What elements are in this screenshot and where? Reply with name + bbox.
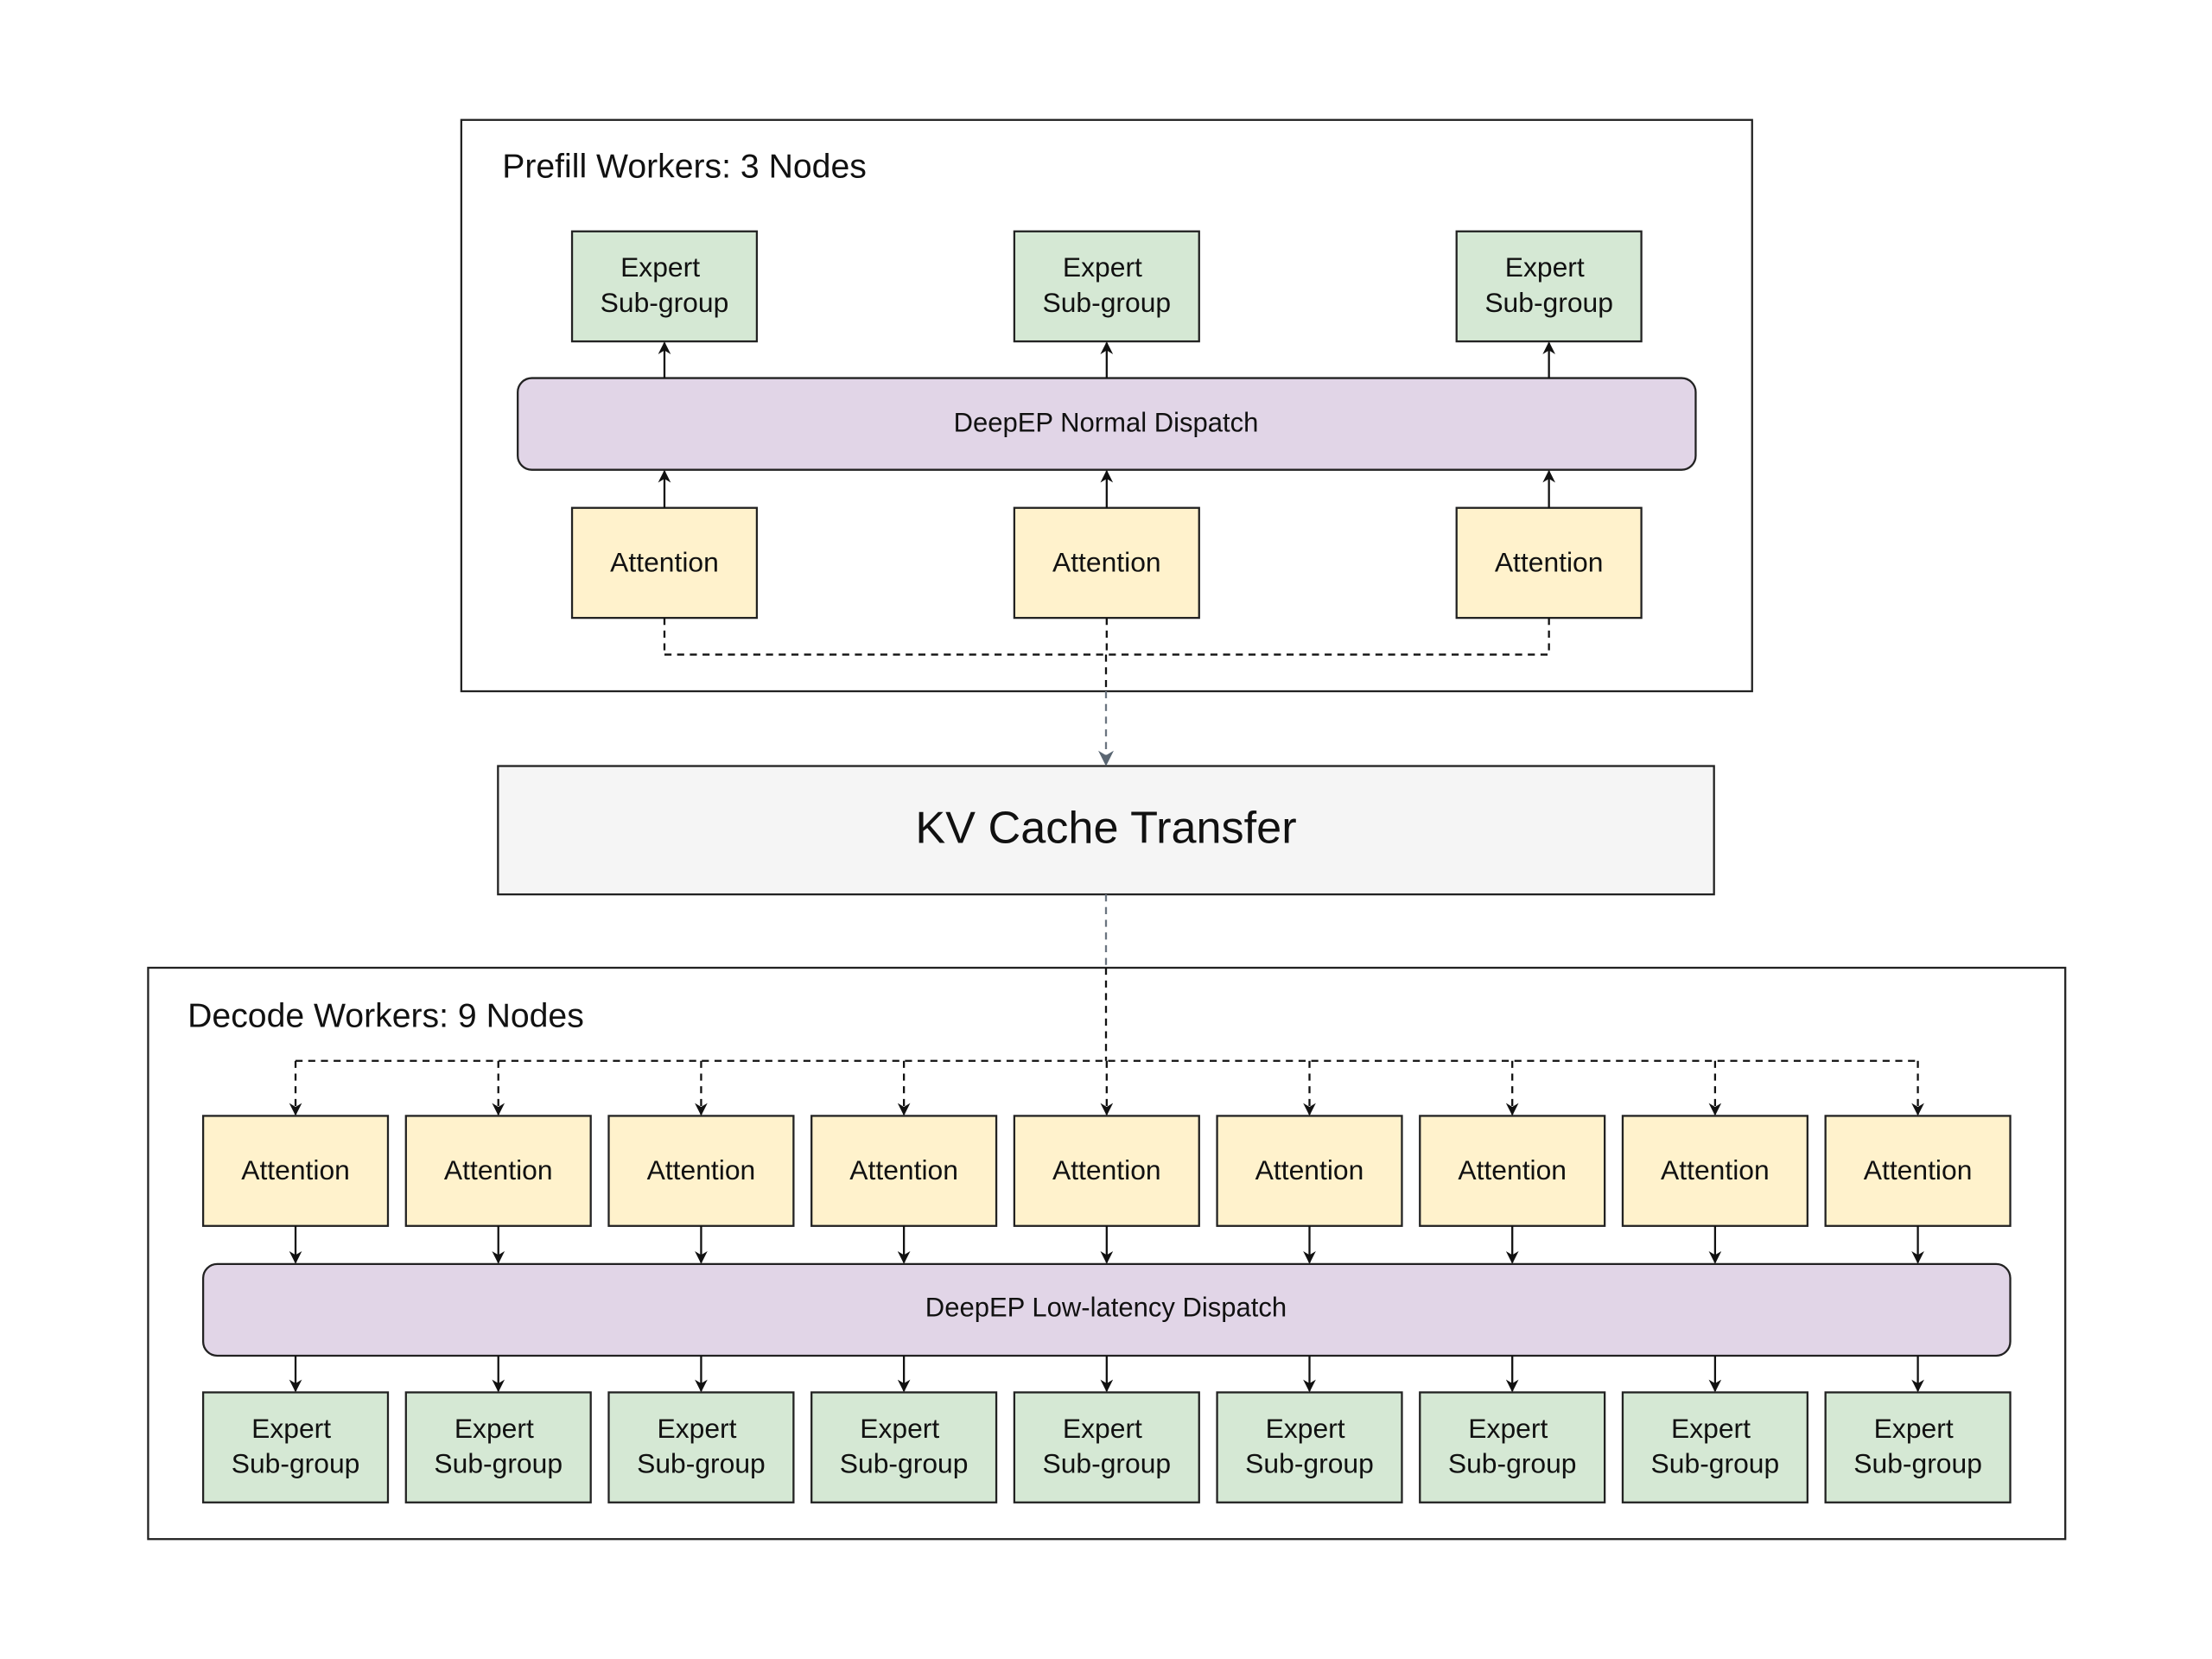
- prefill-attention-1-label: Attention: [610, 546, 719, 577]
- decode-expert-subgroup-4-label-line1: Expert: [860, 1413, 939, 1444]
- decode-expert-subgroup-2-label-line2: Sub-group: [434, 1448, 563, 1479]
- prefill-attention-3-label: Attention: [1495, 546, 1604, 577]
- decode-expert-subgroup-5-shape: [1013, 1391, 1200, 1503]
- decode-attention-3-shape: [607, 1115, 795, 1227]
- prefill-attention-1-shape: [570, 506, 759, 620]
- decode-expert-subgroup-5-label-line1: Expert: [1063, 1413, 1142, 1444]
- decode-expert-subgroup-7-shape: [1419, 1391, 1606, 1503]
- decode-attention-8[interactable]: Attention: [1621, 1115, 1808, 1227]
- decode-expert-subgroup-7-label-line2: Sub-group: [1448, 1448, 1577, 1479]
- prefill-attention-2-label: Attention: [1052, 546, 1161, 577]
- prefill-attention-2[interactable]: Attention: [1013, 506, 1200, 620]
- prefill-expert-subgroup-3-label-line1: Expert: [1505, 251, 1585, 283]
- decode-attention-7-label: Attention: [1458, 1154, 1567, 1185]
- decode-expert-subgroup-9-shape: [1824, 1391, 2012, 1503]
- prefill-dispatch-label: DeepEP Normal Dispatch: [954, 408, 1259, 438]
- decode-expert-subgroup-8-label-line1: Expert: [1671, 1413, 1751, 1444]
- decode-attention-9-shape: [1824, 1115, 2012, 1227]
- decode-attention-7[interactable]: Attention: [1419, 1115, 1606, 1227]
- decode-expert-subgroup-6-label-line2: Sub-group: [1245, 1448, 1374, 1479]
- prefill-expert-subgroup-1-label-line2: Sub-group: [601, 287, 729, 318]
- decode-attention-1-shape: [201, 1115, 390, 1227]
- decode-expert-subgroup-7-label-line1: Expert: [1468, 1413, 1548, 1444]
- prefill-attention-1[interactable]: Attention: [570, 506, 759, 620]
- decode-expert-subgroup-4-shape: [810, 1391, 998, 1503]
- prefill-workers-group: Prefill Workers: 3 Nodes ExpertSub-group…: [460, 118, 1753, 693]
- prefill-expert-subgroup-1-label-line1: Expert: [620, 251, 700, 283]
- decode-attention-8-shape: [1621, 1115, 1808, 1227]
- decode-expert-subgroup-1-label-line2: Sub-group: [232, 1448, 360, 1479]
- prefill-attention-3[interactable]: Attention: [1455, 506, 1643, 620]
- decode-attention-6-shape: [1216, 1115, 1403, 1227]
- kv-cache-transfer-box[interactable]: KV Cache Transfer: [497, 765, 1715, 896]
- decode-expert-subgroup-8-label-line2: Sub-group: [1651, 1448, 1780, 1479]
- decode-expert-subgroup-5-label-line2: Sub-group: [1042, 1448, 1171, 1479]
- decode-workers-title: Decode Workers: 9 Nodes: [188, 998, 584, 1035]
- prefill-workers-title: Prefill Workers: 3 Nodes: [502, 149, 867, 186]
- decode-expert-subgroup-3-label-line2: Sub-group: [637, 1448, 766, 1479]
- decode-attention-5-shape: [1013, 1115, 1200, 1227]
- prefill-expert-subgroup-2-shape: [1013, 230, 1200, 343]
- kv-cache-transfer-label: KV Cache Transfer: [915, 803, 1296, 853]
- decode-expert-subgroup-2-shape: [404, 1391, 592, 1503]
- decode-attention-2[interactable]: Attention: [404, 1115, 592, 1227]
- decode-attention-3-label: Attention: [647, 1154, 756, 1185]
- decode-attention-6-label: Attention: [1255, 1154, 1364, 1185]
- decode-attention-9[interactable]: Attention: [1824, 1115, 2012, 1227]
- decode-attention-3[interactable]: Attention: [607, 1115, 795, 1227]
- kv-cache-transfer-shape: [497, 765, 1715, 896]
- prefill-attention-3-shape: [1455, 506, 1643, 620]
- prefill-dispatch-bar[interactable]: DeepEP Normal Dispatch: [517, 377, 1697, 471]
- prefill-expert-subgroup-3-label-line2: Sub-group: [1484, 287, 1613, 318]
- decode-expert-subgroup-9-label-line1: Expert: [1874, 1413, 1954, 1444]
- decode-attention-4[interactable]: Attention: [810, 1115, 998, 1227]
- decode-attention-5-label: Attention: [1052, 1154, 1161, 1185]
- decode-expert-subgroup-6-shape: [1216, 1391, 1403, 1503]
- decode-expert-subgroup-6-label-line1: Expert: [1266, 1413, 1345, 1444]
- decode-attention-6[interactable]: Attention: [1216, 1115, 1403, 1227]
- prefill-expert-subgroup-1-shape: [570, 230, 759, 343]
- decode-expert-subgroup-3-shape: [607, 1391, 795, 1503]
- connectors: [289, 341, 1924, 1393]
- decode-dispatch-label: DeepEP Low-latency Dispatch: [925, 1292, 1287, 1322]
- decode-attention-1-label: Attention: [241, 1154, 350, 1185]
- decode-attention-2-label: Attention: [444, 1154, 553, 1185]
- decode-attention-5[interactable]: Attention: [1013, 1115, 1200, 1227]
- decode-expert-subgroup-4-label-line2: Sub-group: [840, 1448, 969, 1479]
- decode-attention-9-label: Attention: [1864, 1154, 1973, 1185]
- decode-attention-4-label: Attention: [849, 1154, 958, 1185]
- decode-expert-subgroup-8-shape: [1621, 1391, 1808, 1503]
- decode-attention-8-label: Attention: [1661, 1154, 1770, 1185]
- prefill-expert-subgroup-2-label-line2: Sub-group: [1042, 287, 1171, 318]
- prefill-expert-subgroup-2-label-line1: Expert: [1063, 251, 1142, 283]
- decode-expert-subgroup-2-label-line1: Expert: [454, 1413, 534, 1444]
- decode-expert-subgroup-3-label-line1: Expert: [658, 1413, 737, 1444]
- prefill-expert-subgroup-3-shape: [1455, 230, 1643, 343]
- decode-dispatch-bar[interactable]: DeepEP Low-latency Dispatch: [201, 1262, 2012, 1357]
- decode-expert-subgroup-1-label-line1: Expert: [251, 1413, 331, 1444]
- decode-attention-1[interactable]: Attention: [201, 1115, 390, 1227]
- decode-attention-2-shape: [404, 1115, 592, 1227]
- decode-expert-subgroup-9-label-line2: Sub-group: [1853, 1448, 1982, 1479]
- decode-expert-subgroup-1-shape: [201, 1391, 390, 1503]
